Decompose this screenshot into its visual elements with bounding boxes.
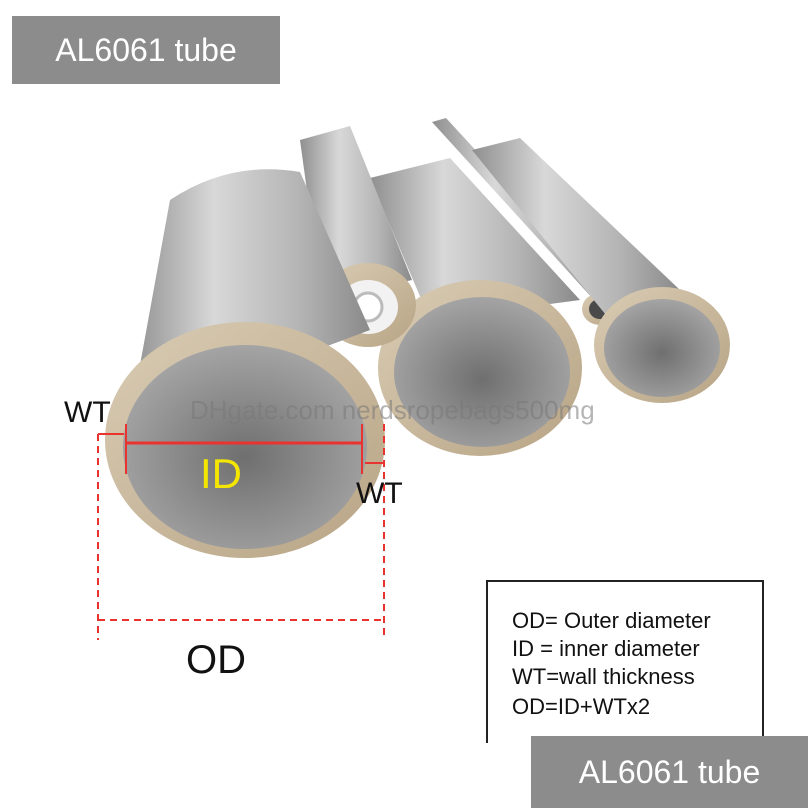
- title-banner-bottom: AL6061 tube: [531, 736, 808, 808]
- wt-left-label: WT: [64, 396, 111, 429]
- id-label: ID: [200, 450, 242, 497]
- wt-right-label: WT: [356, 477, 403, 510]
- measure-lines: [97, 424, 385, 640]
- title-banner-top: AL6061 tube: [12, 16, 280, 84]
- legend-id: ID = inner diameter: [512, 636, 700, 661]
- legend-formula: OD=ID+WTx2: [512, 694, 651, 719]
- od-label: OD: [186, 638, 246, 682]
- tube-right: [472, 138, 730, 403]
- watermark-text: DHgate.com nerdsropebags500mg: [190, 395, 595, 425]
- legend-od: OD= Outer diameter: [512, 608, 711, 633]
- legend-wt: WT=wall thickness: [512, 664, 695, 689]
- legend-box: OD= Outer diameter ID = inner diameter W…: [486, 580, 764, 743]
- tube-middle: [370, 158, 582, 456]
- tube-big: [105, 169, 385, 558]
